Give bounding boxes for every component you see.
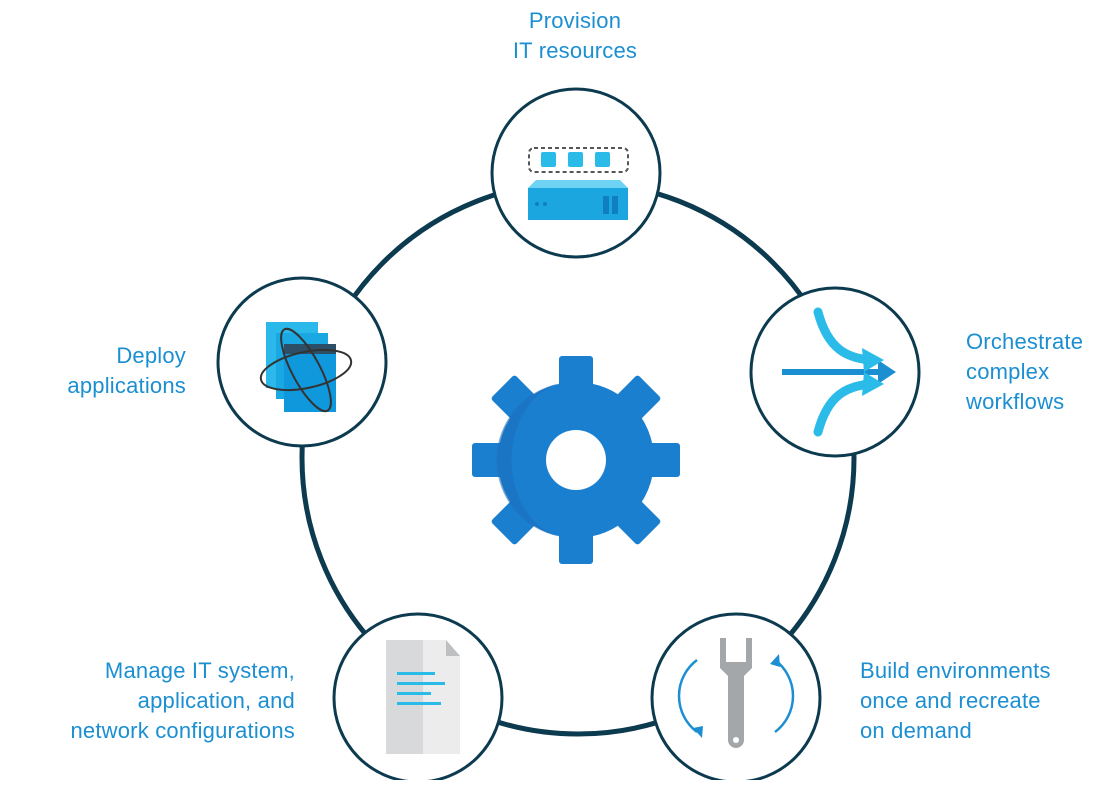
label-line: on demand xyxy=(860,718,972,743)
label-line: IT resources xyxy=(512,38,638,63)
label-line: Orchestrate xyxy=(966,329,1084,354)
label-line: Build environments xyxy=(860,658,1051,683)
node-provision xyxy=(490,87,662,259)
label-line: Manage IT system, xyxy=(104,658,295,683)
gear-icon xyxy=(472,356,680,564)
label-line: network configurations xyxy=(70,718,295,743)
label-provision: Provision IT resources xyxy=(455,6,695,66)
label-orchestrate: Orchestrate complex workflows xyxy=(966,327,1083,417)
label-line: application, and xyxy=(137,688,295,713)
node-manage xyxy=(332,612,504,784)
label-line: applications xyxy=(67,373,186,398)
app-windows-icon xyxy=(259,322,353,413)
node-deploy xyxy=(216,276,388,448)
label-line: complex xyxy=(966,359,1050,384)
label-deploy: Deploy applications xyxy=(20,341,186,401)
document-icon xyxy=(386,640,460,754)
wrench-cycle-icon xyxy=(677,638,795,748)
label-line: Deploy xyxy=(116,343,186,368)
node-build xyxy=(650,612,822,784)
label-line: workflows xyxy=(966,389,1065,414)
label-manage: Manage IT system, application, and netwo… xyxy=(0,656,295,746)
label-line: once and recreate xyxy=(860,688,1041,713)
node-orchestrate xyxy=(749,286,921,458)
workflow-arrows-icon xyxy=(782,307,896,437)
label-build: Build environments once and recreate on … xyxy=(860,656,1051,746)
label-line: Provision xyxy=(528,8,622,33)
server-icon xyxy=(528,147,629,220)
